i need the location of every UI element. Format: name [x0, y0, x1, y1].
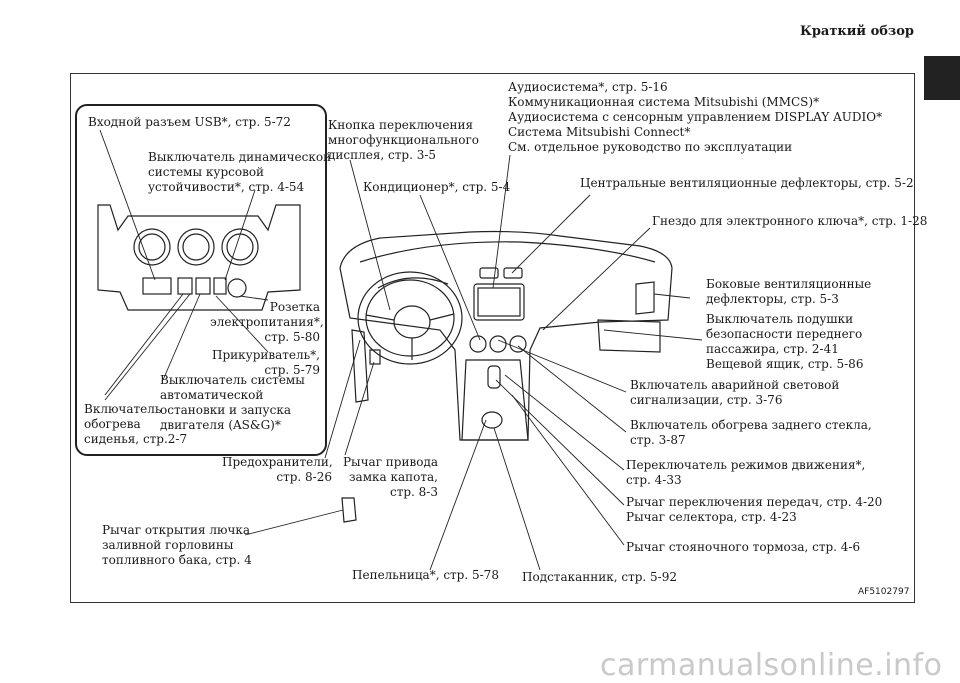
label-asg-switch: Выключатель системы автоматической остан…	[160, 373, 305, 432]
watermark: carmanualsonline.info	[600, 648, 943, 683]
label-key-slot: Гнездо для электронного ключа*, стр. 1-2…	[652, 214, 928, 228]
label-hood-lever: Рычаг привода замка капота, стр. 8-3	[342, 455, 438, 499]
inset-switch-a	[177, 277, 193, 295]
label-audio-system: Аудиосистема*, стр. 5-16 Коммуникационна…	[508, 80, 883, 154]
label-stability-switch: Выключатель динамической системы курсово…	[148, 150, 332, 194]
inset-lighter	[227, 278, 247, 298]
label-power-socket: Розетка электропитания*, стр. 5-80	[210, 300, 324, 344]
label-rear-defogger: Включатель обогрева заднего стекла, стр.…	[630, 418, 872, 447]
center-display	[473, 283, 525, 321]
fuel-lid-lever	[341, 497, 357, 523]
inset-dial-center	[177, 228, 215, 266]
cupholder	[481, 411, 503, 429]
instrument-cluster	[377, 277, 449, 289]
label-glovebox: Вещевой ящик, стр. 5-86	[706, 357, 864, 371]
section-tab	[924, 56, 960, 100]
label-display-button: Кнопка переключения многофункционального…	[328, 118, 480, 162]
label-fuel-lid-lever: Рычаг открытия лючка заливной горловины …	[102, 523, 252, 567]
label-seat-heater: Включатель обогрева сиденья, стр.2-7	[84, 402, 188, 446]
glovebox	[597, 319, 661, 353]
page-header: Краткий обзор	[800, 24, 914, 39]
inset-dial-left	[133, 228, 171, 266]
steering-wheel	[357, 271, 463, 365]
figure-code: AF5102797	[858, 587, 910, 597]
dashboard-outline	[339, 230, 673, 441]
inset-switch-c	[213, 277, 227, 295]
illustration-frame	[70, 73, 915, 603]
inset-console-panel	[97, 204, 301, 311]
fuse-panel	[351, 329, 369, 403]
label-ashtray: Пепельница*, стр. 5-78	[352, 568, 499, 582]
label-gear-lever: Рычаг переключения передач, стр. 4-20 Ры…	[626, 495, 883, 524]
center-vent-left	[479, 267, 499, 279]
label-drive-mode: Переключатель режимов движения*, стр. 4-…	[626, 458, 866, 487]
inset-dial-right	[221, 228, 259, 266]
label-cigarette-lighter: Прикуриватель*, стр. 5-79	[211, 348, 320, 377]
console-detail-inset	[75, 104, 327, 456]
label-parking-brake: Рычаг стояночного тормоза, стр. 4-6	[626, 540, 861, 554]
center-console	[461, 359, 529, 441]
climate-knob-right	[509, 335, 527, 353]
inset-switch-b	[195, 277, 211, 295]
gear-lever	[487, 365, 501, 389]
climate-knob-center	[489, 335, 507, 353]
center-vent-right	[503, 267, 523, 279]
inset-usb-port	[142, 277, 172, 295]
label-airbag-switch: Выключатель подушки безопасности передне…	[706, 312, 863, 356]
label-cupholder: Подстаканник, стр. 5-92	[522, 570, 677, 584]
label-air-conditioner: Кондиционер*, стр. 5-4	[363, 180, 511, 194]
label-center-vents: Центральные вентиляционные дефлекторы, с…	[580, 176, 914, 190]
label-hazard-switch: Включатель аварийной световой сигнализац…	[630, 378, 840, 407]
side-vent	[635, 281, 655, 315]
label-side-vents: Боковые вентиляционные дефлекторы, стр. …	[706, 277, 872, 306]
hood-release-lever	[369, 349, 381, 365]
climate-knob-left	[469, 335, 487, 353]
label-fuses: Предохранители, стр. 8-26	[222, 455, 333, 484]
label-usb: Входной разъем USB*, стр. 5-72	[88, 115, 291, 129]
